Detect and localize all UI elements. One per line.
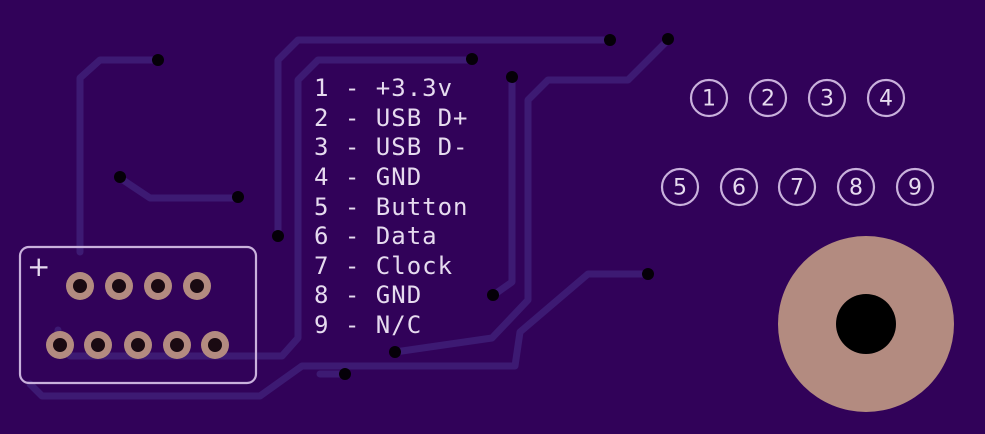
trace xyxy=(491,72,516,298)
via xyxy=(339,368,351,380)
trace xyxy=(274,36,614,240)
via xyxy=(662,33,674,45)
via xyxy=(232,191,244,203)
svg-text:7: 7 xyxy=(790,176,804,201)
svg-text:8: 8 xyxy=(849,176,863,201)
svg-text:6: 6 xyxy=(732,176,746,201)
via xyxy=(272,230,284,242)
via xyxy=(604,34,616,46)
via xyxy=(114,171,126,183)
connector-pad xyxy=(183,272,211,300)
connector-pad xyxy=(84,331,112,359)
pin-legend-line: 4 - GND xyxy=(314,163,422,191)
via xyxy=(152,54,164,66)
via xyxy=(487,289,499,301)
pin-number-diagram: 1 2 3 4 5 6 7 8 9 xyxy=(660,78,935,207)
pin-legend: 1 - +3.3v 2 - USB D+ 3 - USB D- 4 - GND … xyxy=(314,74,469,339)
pin-legend-line: 5 - Button xyxy=(314,193,469,221)
pin-legend-line: 9 - N/C xyxy=(314,311,422,339)
trace xyxy=(26,270,652,400)
svg-text:5: 5 xyxy=(673,176,687,201)
pin-number-badge: 4 xyxy=(866,78,906,118)
pin-legend-line: 6 - Data xyxy=(314,222,438,250)
trace xyxy=(76,56,162,256)
pin-number-badge: 8 xyxy=(836,167,876,207)
pin-legend-line: 8 - GND xyxy=(314,281,422,309)
connector-pad xyxy=(46,331,74,359)
via xyxy=(506,71,518,83)
connector-outline xyxy=(18,245,258,385)
trace xyxy=(116,174,242,202)
pin-number-badge: 9 xyxy=(895,167,935,207)
via xyxy=(466,53,478,65)
pin-number-badge: 2 xyxy=(748,78,788,118)
pin-number-badge: 3 xyxy=(807,78,847,118)
pin-number-badge: 6 xyxy=(719,167,759,207)
pin-number-badge: 1 xyxy=(689,78,729,118)
svg-text:1: 1 xyxy=(702,87,716,112)
pin-legend-line: 7 - Clock xyxy=(314,252,453,280)
svg-text:4: 4 xyxy=(879,87,893,112)
pin-legend-line: 2 - USB D+ xyxy=(314,104,469,132)
connector-plus-label: + xyxy=(27,250,50,283)
pin-legend-line: 1 - +3.3v xyxy=(314,74,453,102)
connector-pad xyxy=(163,331,191,359)
svg-text:3: 3 xyxy=(820,87,834,112)
connector-pad xyxy=(66,272,94,300)
connector-pad xyxy=(105,272,133,300)
pin-legend-line: 3 - USB D- xyxy=(314,133,469,161)
pin-number-badge: 7 xyxy=(777,167,817,207)
vias xyxy=(114,33,674,380)
connector-pad xyxy=(144,272,172,300)
trace xyxy=(391,36,672,356)
connector-pad xyxy=(201,331,229,359)
copper-traces xyxy=(26,36,672,400)
svg-text:9: 9 xyxy=(908,176,922,201)
via xyxy=(642,268,654,280)
svg-text:2: 2 xyxy=(761,87,775,112)
via xyxy=(389,346,401,358)
pin-number-badge: 5 xyxy=(660,167,700,207)
connector-pad xyxy=(124,331,152,359)
connector-pads xyxy=(46,272,229,359)
mounting-hole xyxy=(778,236,954,412)
